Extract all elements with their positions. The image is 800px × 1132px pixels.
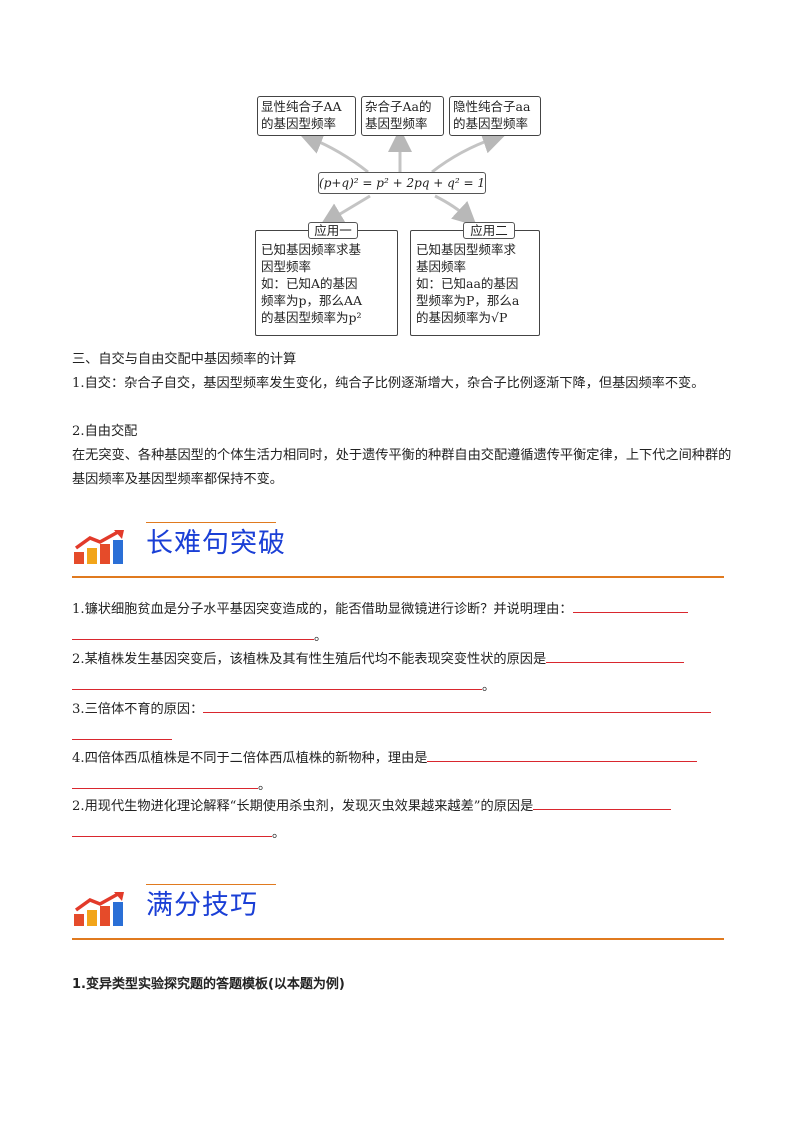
section-header-full-marks-tips: 满分技巧: [72, 884, 724, 940]
free-mating-title: 2.自由交配: [72, 424, 138, 439]
free-mating-paragraph: 在无突变、各种基因型的个体生活力相同时，处于遗传平衡的种群自由交配遵循遗传平衡定…: [72, 448, 732, 487]
answer-blank[interactable]: [72, 724, 172, 740]
section-divider: [72, 938, 724, 940]
answer-blank[interactable]: [72, 821, 272, 837]
app-line: 已知基因频率求基: [261, 242, 362, 257]
heterozygote-box: 杂合子Aa的 基因型频率: [361, 96, 444, 136]
answer-blank[interactable]: [546, 647, 685, 663]
app-line: 型频率为P，那么a: [416, 293, 520, 308]
app-line: 的基因频率为√P: [416, 310, 508, 325]
question-text: 2.某植株发生基因突变后，该植株及其有性生殖后代均不能表现突变性状的原因是: [72, 652, 547, 667]
answer-blank[interactable]: [533, 794, 672, 810]
answer-blank[interactable]: [72, 624, 314, 640]
box-line: 杂合子Aa的: [365, 99, 432, 114]
app-line: 频率为p，那么AA: [261, 293, 363, 308]
question-text: 2.用现代生物进化理论解释“长期使用杀虫剂，发现灭虫效果越来越差”的原因是: [72, 799, 534, 814]
section-three-title: 三、自交与自由交配中基因频率的计算: [72, 352, 297, 367]
answer-blank[interactable]: [203, 697, 712, 713]
rising-chart-icon: [74, 530, 124, 564]
section-title: 长难句突破: [146, 528, 286, 559]
question-end: 。: [482, 679, 496, 694]
box-line: 基因型频率: [365, 116, 428, 131]
answer-blank[interactable]: [572, 597, 688, 613]
question-text: 1.镰状细胞贫血是分子水平基因突变造成的，能否借助显微镜进行诊断？并说明理由：: [72, 602, 573, 617]
hardy-weinberg-formula: (p+q)² = p² + 2pq + q² = 1: [318, 172, 486, 194]
box-line: 隐性纯合子aa: [453, 99, 531, 114]
question-end: 。: [314, 629, 328, 644]
recessive-homozygote-box: 隐性纯合子aa 的基因型频率: [449, 96, 541, 136]
application-two-title: 应用二: [463, 222, 515, 239]
question-5: 2.用现代生物进化理论解释“长期使用杀虫剂，发现灭虫效果越来越差”的原因是 。: [72, 793, 730, 847]
application-one-box: 已知基因频率求基 因型频率 如：已知A的基因 频率为p，那么AA 的基因型频率为…: [255, 230, 398, 336]
app-line: 因型频率: [261, 259, 312, 274]
section-divider: [72, 576, 724, 578]
app-line: 的基因型频率为p²: [261, 310, 362, 325]
application-one-title: 应用一: [308, 222, 358, 239]
diagram-arrows: [298, 128, 507, 227]
question-text: 4.四倍体西瓜植株是不同于二倍体西瓜植株的新物种，理由是: [72, 751, 428, 766]
app-line: 已知基因型频率求: [416, 242, 517, 257]
section-header-long-sentences: 长难句突破: [72, 522, 724, 578]
question-1: 1.镰状细胞贫血是分子水平基因突变造成的，能否借助显微镜进行诊断？并说明理由： …: [72, 596, 730, 650]
question-4: 4.四倍体西瓜植株是不同于二倍体西瓜植株的新物种，理由是 。: [72, 745, 730, 799]
title-overline: [146, 522, 276, 523]
self-cross-paragraph: 1.自交：杂合子自交，基因型频率发生变化，纯合子比例逐渐增大，杂合子比例逐渐下降…: [72, 376, 705, 391]
question-end: 。: [272, 826, 286, 841]
question-end: 。: [258, 778, 272, 793]
app-line: 如：已知aa的基因: [416, 276, 519, 291]
box-line: 的基因型频率: [261, 116, 337, 131]
app-line: 基因频率: [416, 259, 467, 274]
answer-blank[interactable]: [72, 674, 482, 690]
question-text: 3.三倍体不育的原因：: [72, 702, 204, 717]
question-2: 2.某植株发生基因突变后，该植株及其有性生殖后代均不能表现突变性状的原因是 。: [72, 646, 730, 700]
question-3: 3.三倍体不育的原因：: [72, 696, 730, 750]
application-two-box: 已知基因型频率求 基因频率 如：已知aa的基因 型频率为P，那么a 的基因频率为…: [410, 230, 540, 336]
section-title: 满分技巧: [146, 890, 258, 921]
app-line: 如：已知A的基因: [261, 276, 358, 291]
dominant-homozygote-box: 显性纯合子AA 的基因型频率: [257, 96, 356, 136]
gene-frequency-diagram: 显性纯合子AA 的基因型频率 杂合子Aa的 基因型频率 隐性纯合子aa 的基因型…: [250, 90, 550, 340]
box-line: 的基因型频率: [453, 116, 529, 131]
rising-chart-icon: [74, 892, 124, 926]
title-overline: [146, 884, 276, 885]
box-line: 显性纯合子AA: [261, 99, 342, 114]
tip-heading: 1.变异类型实验探究题的答题模板(以本题为例): [72, 977, 345, 992]
answer-blank[interactable]: [427, 746, 698, 762]
answer-blank[interactable]: [72, 773, 258, 789]
